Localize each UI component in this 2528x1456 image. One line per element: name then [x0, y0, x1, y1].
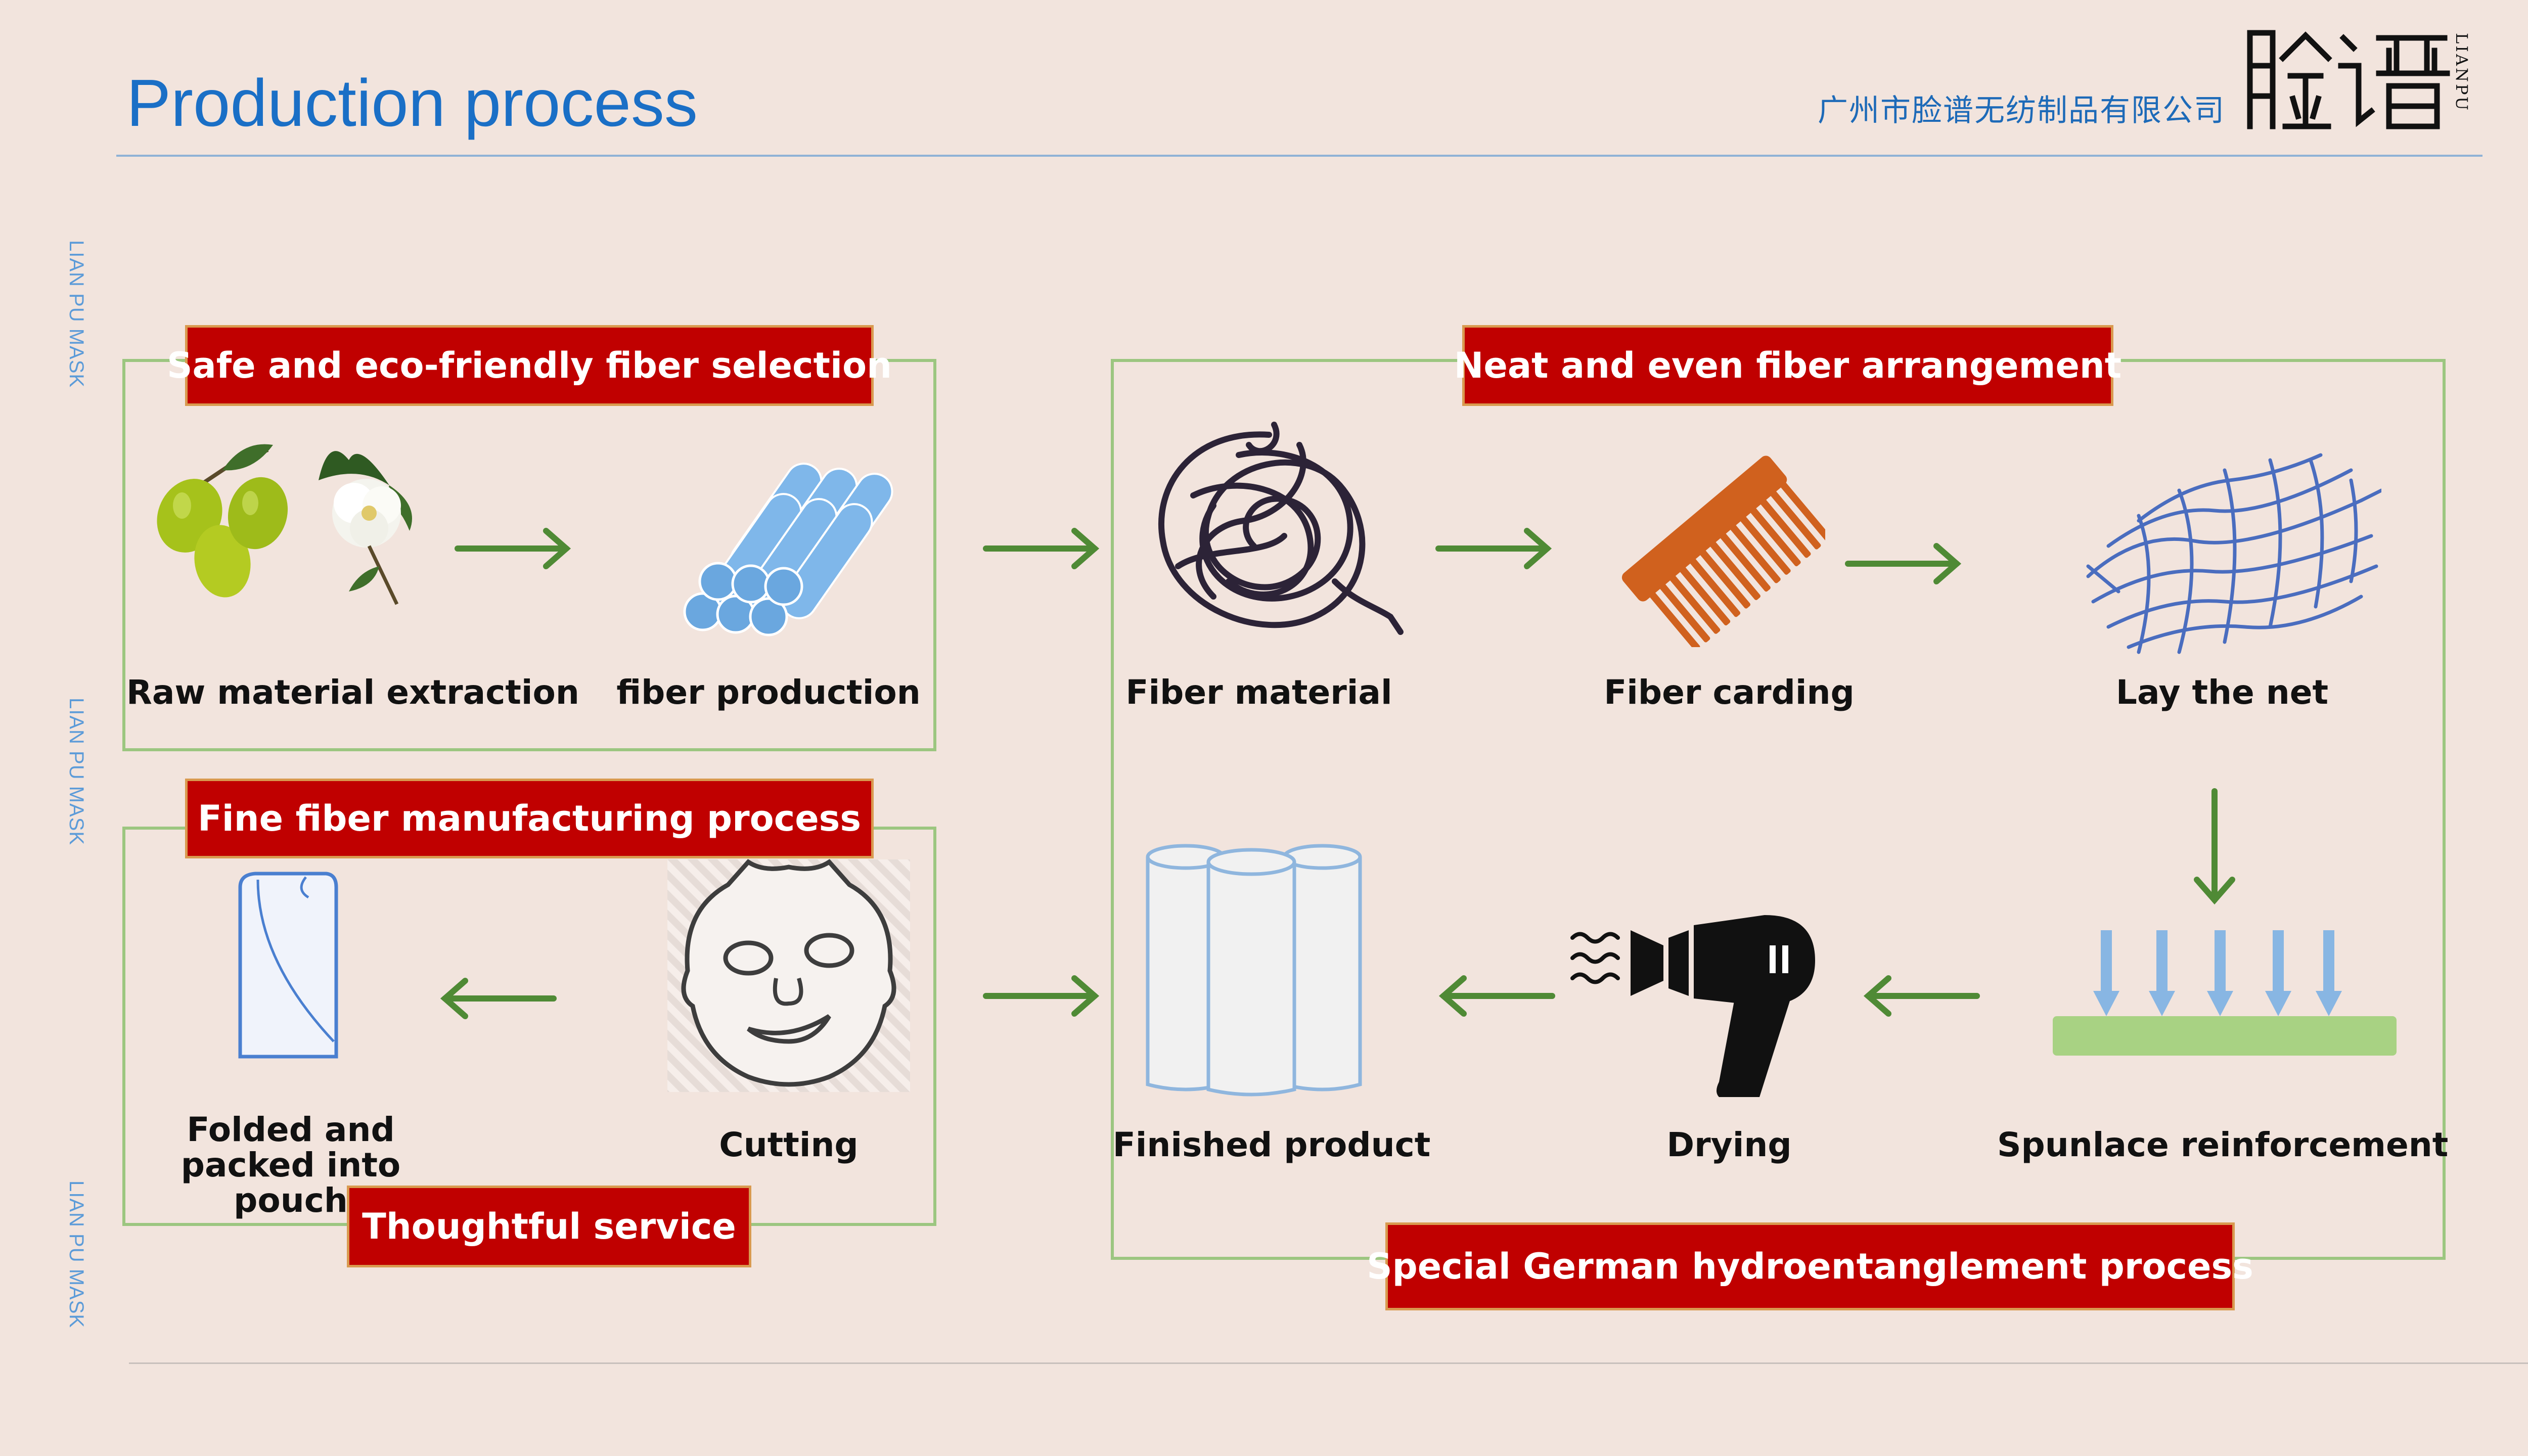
roll-icon — [1143, 839, 1370, 1104]
company-logo: LIANPU — [2245, 28, 2477, 134]
banner-service: Thoughtful service — [347, 1186, 751, 1267]
banner-fine-fiber: Fine fiber manufacturing process — [185, 779, 874, 858]
arrow-left-3 — [437, 976, 559, 1023]
step-label-folded: Folded and packed into pouch — [180, 1110, 401, 1220]
arrow-down-1 — [2192, 786, 2237, 909]
step-label-raw-material: Raw material extraction — [126, 673, 579, 712]
step-label-finished: Finished product — [1112, 1125, 1431, 1164]
arrow-right-3 — [1433, 526, 1555, 573]
step-label-lay-net: Lay the net — [2115, 673, 2329, 712]
fiber-bundle-icon — [667, 445, 910, 649]
side-label-2: LIAN PU MASK — [65, 698, 87, 846]
comb-icon — [1613, 445, 1831, 651]
arrow-right-2 — [981, 526, 1102, 573]
hair-dryer-icon — [1567, 910, 1830, 1104]
banner-hydroentanglement: Special German hydroentanglement process — [1367, 1222, 2253, 1310]
footer-rule — [129, 1362, 2528, 1364]
olive-camellia-icon — [147, 430, 430, 624]
arrow-right-4 — [1843, 541, 1964, 588]
header-rule — [116, 155, 2482, 157]
pouch-icon — [235, 870, 341, 1064]
step-label-spunlace: Spunlace reinforcement — [1997, 1125, 2449, 1164]
step-label-fiber-production: fiber production — [616, 673, 921, 712]
arrow-left-1 — [1861, 973, 1982, 1021]
banner-arrangement: Neat and even fiber arrangement — [1454, 325, 2121, 406]
face-mask-icon — [662, 854, 915, 1099]
net-icon — [2078, 440, 2383, 664]
arrow-right-5 — [981, 973, 1102, 1021]
arrow-right-1 — [453, 526, 574, 573]
page-title: Production process — [126, 66, 698, 140]
step-label-fiber-material: Fiber material — [1125, 673, 1392, 712]
step-label-fiber-carding: Fiber carding — [1604, 673, 1855, 712]
side-label-3: LIAN PU MASK — [65, 1180, 87, 1329]
water-jet-icon — [2048, 925, 2402, 1064]
step-label-cutting: Cutting — [719, 1125, 859, 1164]
arrow-left-2 — [1436, 973, 1557, 1021]
fiber-tangle-icon — [1133, 415, 1426, 659]
logo-subtext: LIANPU — [2452, 33, 2471, 112]
banner-fiber-selection: Safe and eco-friendly fiber selection — [167, 325, 892, 406]
company-name: 广州市脸谱无纺制品有限公司 — [1818, 93, 2225, 128]
step-label-drying: Drying — [1666, 1125, 1792, 1164]
side-label-1: LIAN PU MASK — [65, 240, 87, 388]
